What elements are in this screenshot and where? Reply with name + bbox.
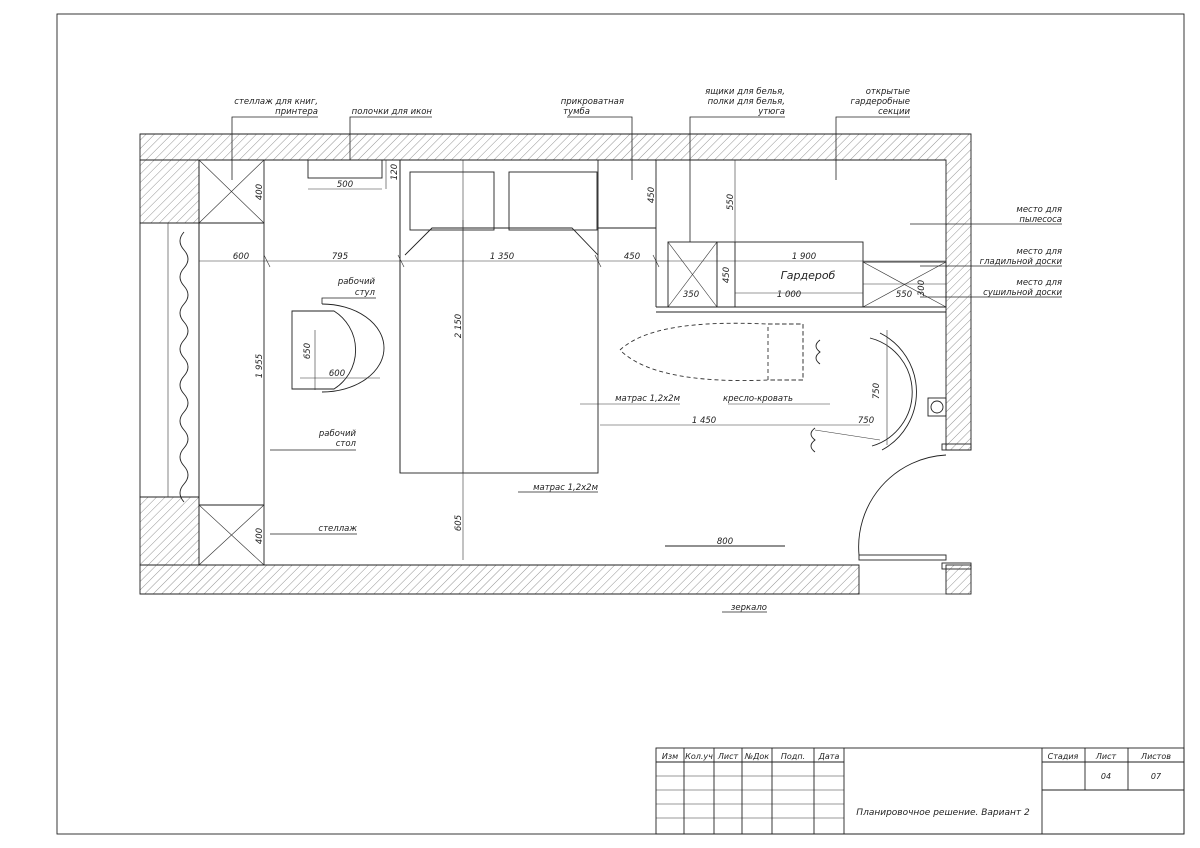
dim-350: 350 <box>683 290 699 300</box>
label-bedside-1: прикроватная <box>561 97 624 107</box>
door <box>858 443 972 570</box>
dim-1350: 1 350 <box>490 252 514 262</box>
tb-header-data: Дата <box>818 752 840 761</box>
work-chair <box>291 303 385 393</box>
label-vacuum-2: пылесоса <box>1019 215 1062 225</box>
dim-550-small: 550 <box>896 290 912 300</box>
walls <box>139 133 972 595</box>
label-mattress-2: матрас 1,2х2м <box>533 483 599 493</box>
tb-title: Планировочное решение. Вариант 2 <box>856 808 1030 818</box>
dimension-labels: 400 400 500 120 450 550 600 795 1 350 45… <box>233 164 927 547</box>
dim-400-top: 400 <box>255 184 265 200</box>
tb-header-podp: Подп. <box>781 752 805 761</box>
sheet-frame <box>56 13 1185 835</box>
label-linen-3: утюга <box>757 107 785 117</box>
annotation-labels: стеллаж для книг, принтера полочки для и… <box>234 87 1062 613</box>
label-shelving-books-1: стеллаж для книг, <box>234 97 318 107</box>
dimension-lines <box>199 160 946 560</box>
label-drying-1: место для <box>1016 278 1062 288</box>
tb-header-list: Лист <box>717 752 739 761</box>
dim-450-vert: 450 <box>647 187 657 203</box>
label-drying-2: сушильной доски <box>983 288 1062 298</box>
label-shelving-books-2: принтера <box>275 107 318 117</box>
label-work-chair-1: рабочий <box>337 277 376 287</box>
dim-550: 550 <box>726 194 736 210</box>
icon-shelf <box>307 159 383 179</box>
chair-bed <box>619 322 821 382</box>
dim-1955: 1 955 <box>255 354 265 378</box>
label-vacuum-1: место для <box>1016 205 1062 215</box>
dim-1450: 1 450 <box>692 416 716 426</box>
tb-sheets-value: 07 <box>1151 772 1162 781</box>
tb-sheet-header: Лист <box>1095 752 1117 761</box>
label-mirror: зеркало <box>731 603 767 613</box>
label-mattress-1: матрас 1,2х2м <box>615 394 681 404</box>
label-wardrobe-open-2: гардеробные <box>850 97 910 107</box>
label-shelving: стеллаж <box>318 524 357 534</box>
bed <box>399 159 599 474</box>
leader-lines <box>231 116 1062 613</box>
label-linen-2: полки для белья, <box>708 97 785 107</box>
dim-300: 300 <box>917 280 927 296</box>
label-wardrobe: Гардероб <box>781 269 836 282</box>
dim-450-horiz: 450 <box>624 252 640 262</box>
tb-header-izm: Изм <box>662 752 678 761</box>
label-ironing-2: гладильной доски <box>980 257 1063 267</box>
tb-sheet-value: 04 <box>1101 772 1111 781</box>
tb-header-dok: №Док <box>744 752 769 761</box>
dim-605: 605 <box>454 515 464 531</box>
armchair <box>810 332 917 453</box>
label-wardrobe-open-1: открытые <box>866 87 910 97</box>
label-wardrobe-open-3: секции <box>878 107 910 117</box>
label-work-desk-2: стол <box>336 439 357 449</box>
wardrobe-block <box>598 160 947 313</box>
label-bedside-2: тумба <box>563 107 590 117</box>
label-ironing-1: место для <box>1016 247 1062 257</box>
title-block: Изм Кол.уч Лист №Док Подп. Дата Стадия Л… <box>655 747 1185 835</box>
label-work-desk-1: рабочий <box>318 429 357 439</box>
tb-sheets-header: Листов <box>1140 752 1171 761</box>
tb-header-kol: Кол.уч <box>685 752 713 761</box>
dim-650: 650 <box>303 343 313 359</box>
dim-500: 500 <box>337 180 353 190</box>
label-icon-shelves: полочки для икон <box>352 107 433 117</box>
dim-750-vert: 750 <box>872 383 882 399</box>
dim-400-bottom: 400 <box>255 528 265 544</box>
curtain <box>179 231 189 503</box>
dim-795: 795 <box>332 252 348 262</box>
label-work-chair-2: стул <box>355 288 376 298</box>
dim-600: 600 <box>233 252 249 262</box>
label-chair-bed: кресло-кровать <box>723 394 793 404</box>
dim-750-horiz: 750 <box>858 416 874 426</box>
label-linen-1: ящики для белья, <box>705 87 785 97</box>
dim-2150: 2 150 <box>454 314 464 338</box>
tb-stage-header: Стадия <box>1048 752 1079 761</box>
appliance-box <box>927 397 947 417</box>
dim-600-chair: 600 <box>329 369 345 379</box>
dim-800: 800 <box>717 537 733 547</box>
dim-1000: 1 000 <box>777 290 801 300</box>
dim-450-wardrobe: 450 <box>722 267 732 283</box>
dim-120: 120 <box>390 164 400 180</box>
dim-1900: 1 900 <box>792 252 816 262</box>
